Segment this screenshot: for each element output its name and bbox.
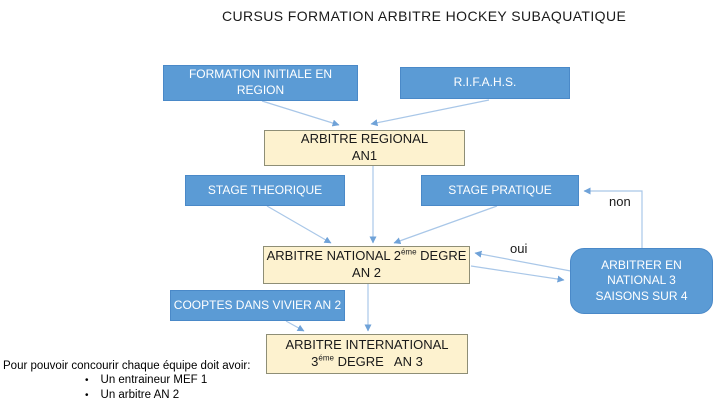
footnote-bullet-1: • Un entraineur MEF 1 xyxy=(85,374,283,388)
footnote-bullet-2: • Un arbitre AN 2 xyxy=(85,389,283,403)
node-arbitre-national: ARBITRE NATIONAL 2éme DEGRE AN 2 xyxy=(263,246,470,284)
node-arbitre-international-line1: ARBITRE INTERNATIONAL xyxy=(285,337,449,353)
edge-national-to-saisons-oui xyxy=(470,265,565,283)
footnote-bullet-1-text: Un entraineur MEF 1 xyxy=(100,374,208,386)
node-formation-initiale: FORMATION INITIALE EN REGION xyxy=(163,65,358,101)
bullet-icon: • xyxy=(85,390,89,401)
footnote-bullet-2-text: Un arbitre AN 2 xyxy=(100,389,180,401)
node-arbitre-regional-line2: AN1 xyxy=(351,148,378,163)
edge-theorique-to-national xyxy=(266,205,332,244)
edge-label-non: non xyxy=(609,194,631,209)
page-title: CURSUS FORMATION ARBITRE HOCKEY SUBAQUAT… xyxy=(222,8,627,24)
superscript-eme: éme xyxy=(318,353,334,363)
node-cooptes: COOPTES DANS VIVIER AN 2 xyxy=(170,290,345,321)
node-arbitre-national-line1: ARBITRE NATIONAL 2éme DEGRE xyxy=(266,247,467,264)
node-stage-pratique: STAGE PRATIQUE xyxy=(421,175,579,206)
footnote: Pour pouvoir concourir chaque équipe doi… xyxy=(3,360,283,403)
node-arbitre-international-line2: 3éme DEGRE AN 3 xyxy=(311,353,423,369)
edge-label-oui: oui xyxy=(510,241,528,256)
node-arbitrer-saisons: ARBITRER EN NATIONAL 3 SAISONS SUR 4 xyxy=(570,248,713,314)
node-arbitre-international: ARBITRE INTERNATIONAL 3éme DEGRE AN 3 xyxy=(266,334,468,374)
node-stage-theorique: STAGE THEORIQUE xyxy=(185,175,345,206)
edge-pratique-to-national xyxy=(393,205,498,245)
edge-formation-to-regional xyxy=(261,100,340,127)
node-rifahs: R.I.F.A.H.S. xyxy=(400,67,570,99)
node-arbitre-regional: ARBITRE REGIONAL AN1 xyxy=(264,130,465,166)
node-arbitre-national-line2: AN 2 xyxy=(352,265,381,280)
edge-cooptes-to-international xyxy=(285,320,305,332)
edge-rifahs-to-regional xyxy=(370,99,490,127)
footnote-intro: Pour pouvoir concourir chaque équipe doi… xyxy=(3,360,251,372)
bullet-icon: • xyxy=(85,375,89,386)
node-arbitre-regional-line1: ARBITRE REGIONAL xyxy=(300,131,429,147)
superscript-eme: éme xyxy=(400,247,417,257)
